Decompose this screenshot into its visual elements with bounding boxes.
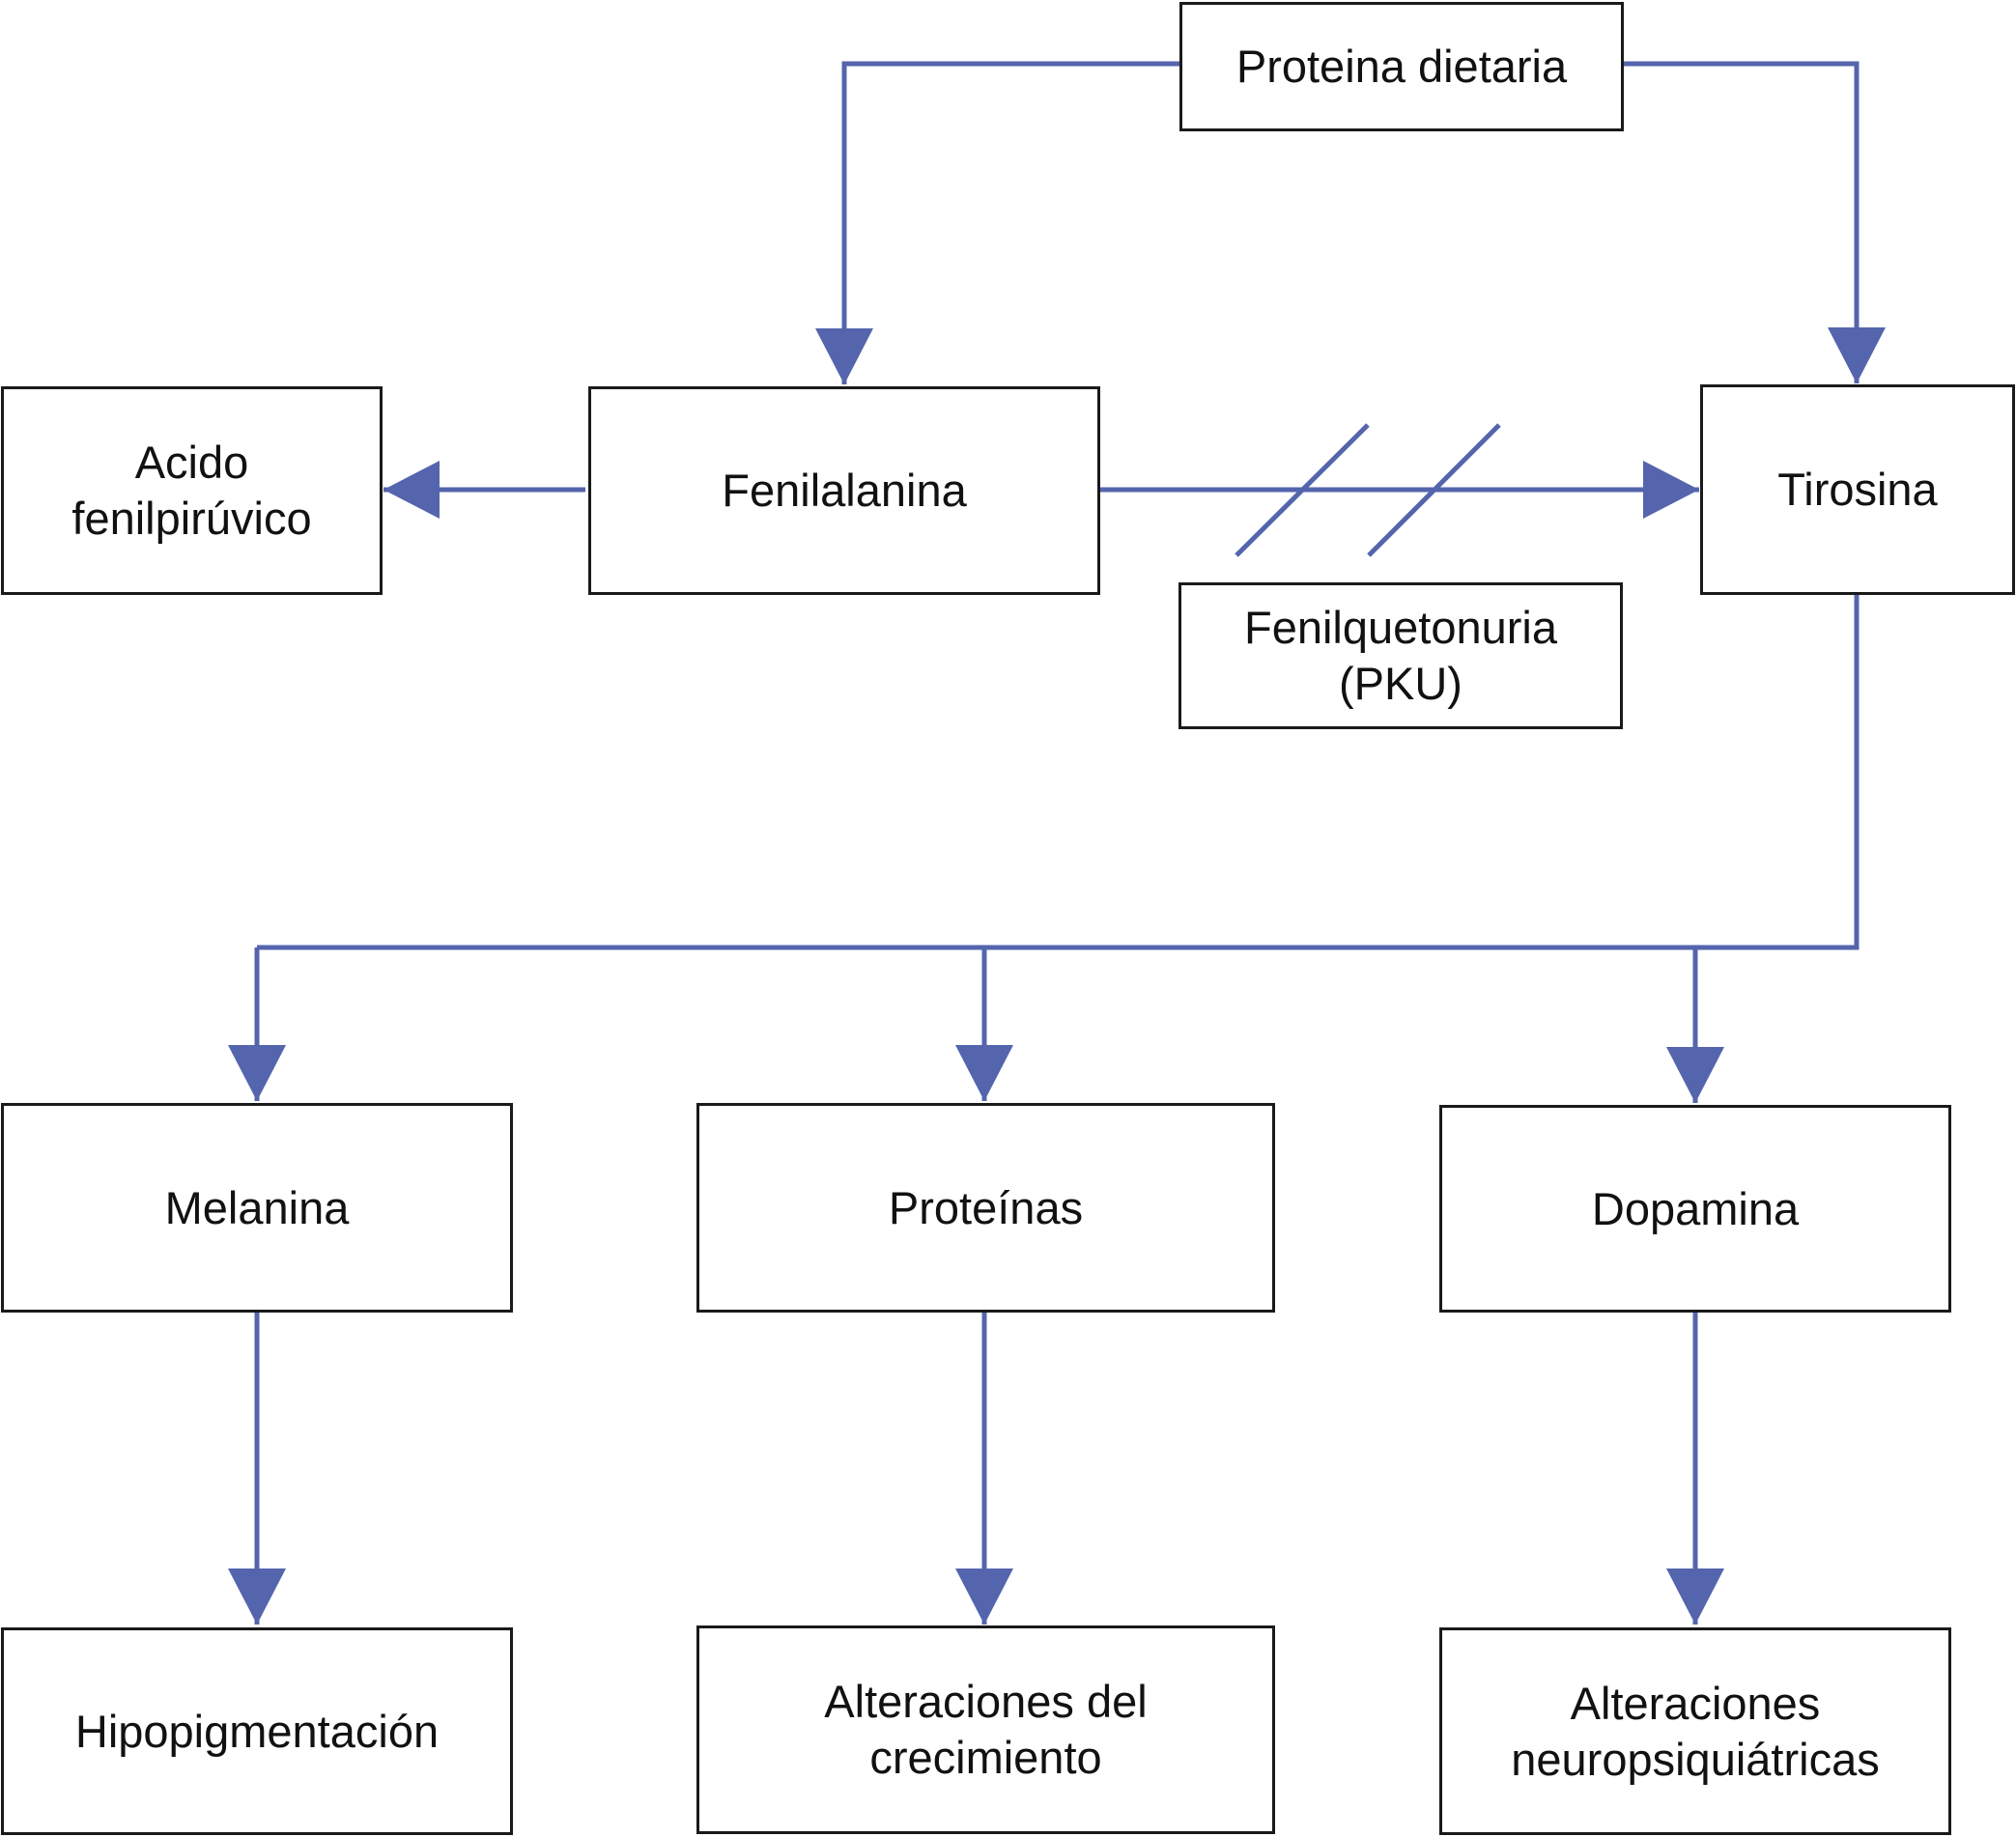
node-label: Proteínas xyxy=(888,1181,1084,1233)
node-fenilquetonuria: Fenilquetonuria (PKU) xyxy=(1178,582,1623,729)
node-proteinas: Proteínas xyxy=(696,1103,1275,1313)
node-alteraciones-crecimiento: Alteraciones del crecimiento xyxy=(696,1625,1275,1834)
node-label: Hipopigmentación xyxy=(74,1705,440,1757)
node-label: Dopamina xyxy=(1591,1182,1800,1234)
node-alteraciones-neuropsiquiatricas: Alteraciones neuropsiquiátricas xyxy=(1439,1627,1951,1835)
node-hipopigmentacion: Hipopigmentación xyxy=(1,1627,513,1835)
node-label: Melanina xyxy=(164,1181,350,1233)
node-label: Tirosina xyxy=(1777,464,1938,515)
node-fenilalanina: Fenilalanina xyxy=(588,386,1100,595)
edge-proteina-to-fenilalanina xyxy=(815,61,1179,384)
edge-proteina-to-tirosina xyxy=(1623,61,1886,383)
node-acido-fenilpiruvico: Acido fenilpirúvico xyxy=(1,386,383,595)
node-melanina: Melanina xyxy=(1,1103,513,1313)
node-label: Alteraciones neuropsiquiátricas xyxy=(1511,1677,1880,1785)
node-dopamina: Dopamina xyxy=(1439,1105,1951,1313)
node-label: Alteraciones del crecimiento xyxy=(824,1676,1148,1783)
node-label: Fenilalanina xyxy=(722,465,967,516)
node-label: Fenilquetonuria (PKU) xyxy=(1244,602,1557,709)
node-label: Proteina dietaria xyxy=(1235,41,1568,92)
node-proteina-dietaria: Proteina dietaria xyxy=(1179,2,1624,131)
edge-tirosina-bus xyxy=(257,595,1860,950)
node-tirosina: Tirosina xyxy=(1700,384,2015,595)
node-label: Acido fenilpirúvico xyxy=(71,437,312,544)
block-slash-2 xyxy=(1367,423,1501,557)
block-slash-1 xyxy=(1235,423,1370,557)
